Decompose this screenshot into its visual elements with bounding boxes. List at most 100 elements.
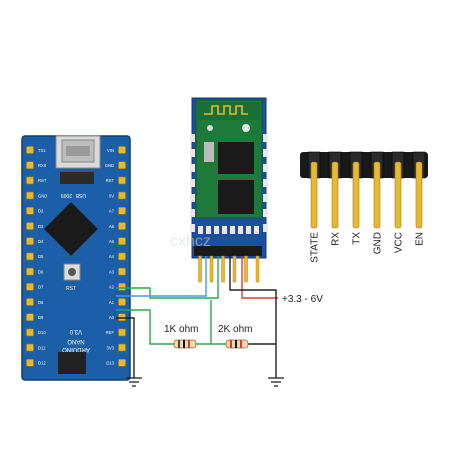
- arduino-right-pin-label: A2: [109, 285, 115, 290]
- main-mcu-chip: [44, 202, 98, 256]
- small-chip: [60, 172, 94, 184]
- arduino-left-pin-pad: [26, 313, 34, 322]
- ground-symbol-right: [268, 377, 284, 387]
- module-pins: [198, 255, 260, 283]
- reset-button[interactable]: [63, 263, 81, 281]
- board-name-line2: NANO: [67, 338, 85, 344]
- module-pad: [246, 226, 251, 234]
- arduino-left-pin-pad: [26, 282, 34, 291]
- arduino-left-pin-pad: [26, 267, 34, 276]
- arduino-right-pin-label: A1: [109, 300, 115, 305]
- module-pin: [244, 255, 248, 283]
- arduino-right-pin-label: A0: [109, 315, 115, 320]
- wire-red-vcc: [241, 256, 278, 299]
- header-pin-label: VCC: [394, 232, 405, 253]
- wire-green-to-divider: [116, 309, 174, 345]
- arduino-right-pin-pad: [118, 176, 126, 185]
- icsp-header: [58, 352, 86, 374]
- arduino-right-pin-label: 3V3: [107, 345, 115, 350]
- wires: [116, 256, 278, 378]
- header-pin-label: STATE: [310, 232, 321, 263]
- module-pad: [190, 224, 195, 232]
- wire-green-arduino-to-rx: [116, 256, 219, 299]
- arduino-right-pin-label: VIN: [107, 148, 114, 153]
- arduino-left-pin-label: TX1: [38, 148, 46, 153]
- wire-black-arduino-gnd: [116, 317, 135, 378]
- module-pad: [190, 149, 195, 157]
- header-pin: [394, 161, 402, 229]
- arduino-right-pin-pad: [118, 313, 126, 322]
- arduino-right-pin-pad: [118, 252, 126, 261]
- arduino-left-pin-pad: [26, 252, 34, 261]
- rst-label: RST: [66, 286, 76, 292]
- header-pin: [415, 161, 423, 229]
- module-pad: [263, 149, 268, 157]
- module-pad: [190, 194, 195, 202]
- arduino-left-pin-pad: [26, 343, 34, 352]
- resistor-2k: [225, 339, 249, 349]
- module-pads: [190, 134, 268, 234]
- arduino-left-pin-pad: [26, 358, 34, 367]
- arduino-right-pin-label: GND: [105, 163, 114, 168]
- arduino-right-pin-label: RST: [106, 178, 115, 183]
- arduino-left-pin-label: D9: [38, 315, 44, 320]
- header-pin-label: GND: [373, 232, 384, 254]
- arduino-left-pin-label: D7: [38, 285, 44, 290]
- module-pad: [214, 226, 219, 234]
- year-label: 2009: [61, 192, 72, 198]
- arduino-left-pin-pad: [26, 298, 34, 306]
- module-header-block: [194, 246, 262, 256]
- module-pad: [190, 164, 195, 172]
- arduino-left-pin-label: D4: [38, 239, 44, 244]
- arduino-right-pin-label: A5: [109, 239, 115, 244]
- arduino-left-pin-label: D10: [38, 330, 46, 335]
- header-pin-label: EN: [415, 232, 426, 246]
- usb-connector: [55, 135, 101, 169]
- arduino-left-pin-pad: [26, 176, 34, 185]
- module-pin: [221, 255, 225, 283]
- module-crystal: [204, 142, 214, 162]
- module-pin: [198, 255, 202, 283]
- arduino-right-pin-pad: [118, 343, 126, 352]
- header-pin-label: TX: [352, 232, 363, 245]
- arduino-left-pin-label: GND: [38, 193, 47, 198]
- arduino-left-pin-label: RST: [38, 178, 47, 183]
- header-pin-label: RX: [331, 232, 342, 246]
- arduino-right-pin-pad: [118, 358, 126, 367]
- module-pin: [255, 255, 260, 283]
- module-pad: [190, 134, 195, 142]
- header-pin: [310, 161, 318, 229]
- module-pad: [190, 209, 195, 217]
- arduino-right-pin-pad: [118, 207, 126, 215]
- arduino-right-pin-pad: [118, 146, 126, 154]
- arduino-right-pin-pad: [118, 328, 126, 337]
- arduino-left-pin-pad: [26, 207, 34, 215]
- module-pad: [190, 179, 195, 187]
- arduino-left-pin-pad: [26, 161, 34, 169]
- module-pad: [263, 164, 268, 172]
- module-led: [242, 124, 250, 132]
- arduino-left-pin-pad: [26, 191, 34, 200]
- pin-header-closeup: STATE RX TX GND VCC EN: [300, 151, 428, 263]
- module-pad: [263, 134, 268, 142]
- board-version: V3.0: [69, 328, 82, 334]
- antenna-trace: [204, 105, 248, 115]
- module-pad: [238, 226, 243, 234]
- module-pad: [222, 226, 227, 234]
- module-chip-bottom: [218, 180, 254, 214]
- arduino-right-pin-pad: [118, 237, 126, 245]
- module-pad: [263, 179, 268, 187]
- arduino-right-pin-label: D13: [106, 361, 114, 366]
- arduino-left-pin-label: D12: [38, 361, 46, 366]
- module-pad: [206, 226, 211, 234]
- arduino-left-pin-label: D6: [38, 269, 44, 274]
- arduino-right-pin-label: A6: [109, 224, 115, 229]
- module-pad: [254, 226, 259, 234]
- module-pad: [263, 194, 268, 202]
- antenna-area: [198, 102, 260, 120]
- wire-black-module-gnd: [229, 256, 277, 378]
- module-chip-top: [218, 142, 254, 174]
